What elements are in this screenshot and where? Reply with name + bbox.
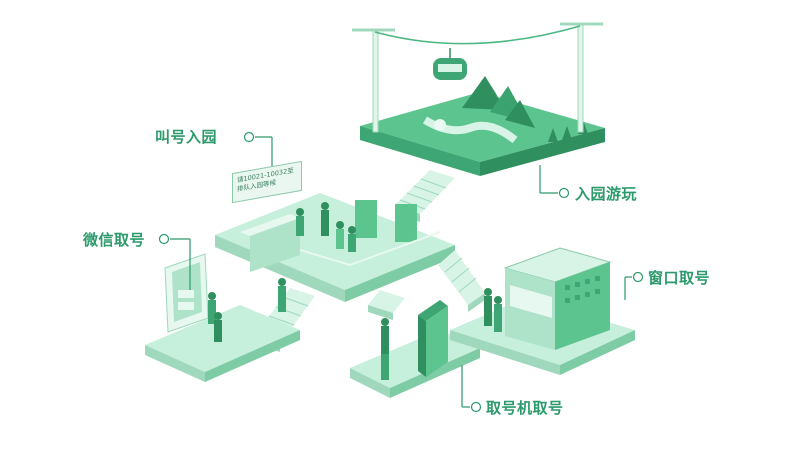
callout-dot-park bbox=[560, 189, 569, 198]
kiosk-platform bbox=[350, 300, 480, 398]
callout-dot-kiosk bbox=[472, 403, 481, 412]
label-kiosk: 取号机取号 bbox=[486, 397, 564, 418]
callout-dot-wechat bbox=[160, 235, 169, 244]
callout-dot-window bbox=[634, 273, 643, 282]
stairs-middle bbox=[368, 290, 405, 320]
callout-dot-queue bbox=[245, 133, 254, 142]
label-window: 窗口取号 bbox=[648, 267, 710, 288]
label-queue-entry: 叫号入园 bbox=[155, 126, 217, 147]
label-park-entry: 入园游玩 bbox=[575, 183, 637, 204]
stairs-right bbox=[438, 250, 485, 312]
label-wechat: 微信取号 bbox=[83, 229, 145, 250]
